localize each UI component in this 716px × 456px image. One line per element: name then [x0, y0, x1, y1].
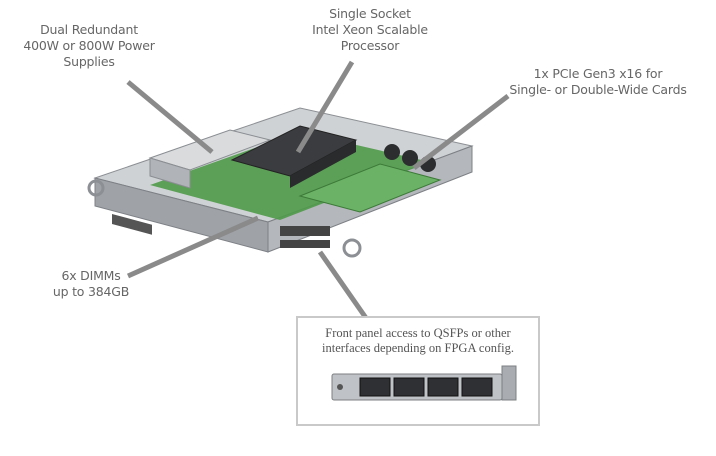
- front-panel-text-line: interfaces depending on FPGA config.: [298, 341, 538, 356]
- qsfp-port: [428, 378, 458, 396]
- front-panel-text-line: Front panel access to QSFPs or other: [298, 326, 538, 341]
- fan: [402, 150, 418, 166]
- pcie-bracket-illustration: [298, 362, 538, 422]
- qsfp-cage: [280, 240, 330, 248]
- front-panel-leader-line: [320, 252, 366, 318]
- qsfp-port: [394, 378, 424, 396]
- bracket-screw-hole: [337, 384, 343, 390]
- bracket-tab: [502, 366, 516, 400]
- psu-leader-line: [128, 82, 212, 152]
- qsfp-port: [360, 378, 390, 396]
- front-panel-text: Front panel access to QSFPs or other int…: [298, 326, 538, 356]
- fan: [384, 144, 400, 160]
- rack-handle: [344, 240, 360, 256]
- qsfp-cage: [280, 226, 330, 236]
- front-panel-box: Front panel access to QSFPs or other int…: [296, 316, 540, 426]
- qsfp-port: [462, 378, 492, 396]
